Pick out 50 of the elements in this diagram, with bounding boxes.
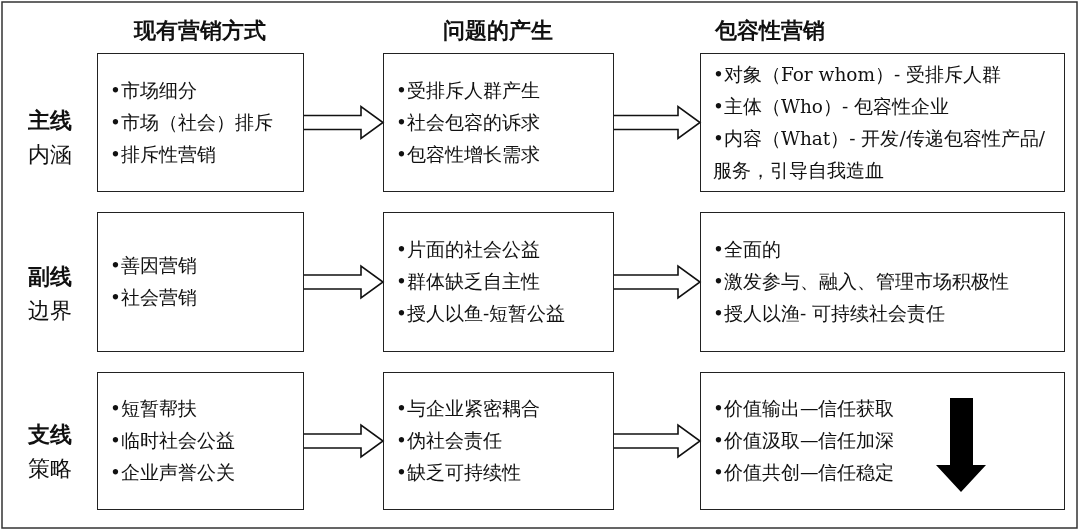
row-heading: 副线 [28,262,72,291]
block-arrow [303,104,385,141]
bullet-item: •群体缺乏自主性 [396,270,541,294]
block-arrow [303,423,385,459]
bullet-item: •内容（What）- 开发/传递包容性产品/服务，引导自我造血 [713,126,1046,183]
bullet-item: •对象（For whom）- 受排斥人群 [713,62,1003,87]
bullet-item: •包容性增长需求 [396,142,541,167]
bullet-item: •缺乏可持续性 [396,461,522,485]
text-box [383,372,614,510]
row-heading: 策略 [28,455,72,483]
bullet-item: •善因营销 [110,254,198,278]
bullet-item: •临时社会公益 [110,429,236,453]
block-arrow [303,264,385,300]
row-heading: 支线 [28,420,72,449]
bullet-item: •授人以鱼-短暂公益 [396,302,567,326]
bullet-item: •市场（社会）排斥 [110,110,274,135]
bullet-item: •社会营销 [110,286,198,310]
bullet-item: •短暂帮扶 [110,397,198,421]
column-heading: 问题的产生 [443,16,553,45]
text-box [97,212,304,352]
bullet-item: •主体（Who）- 包容性企业 [713,94,951,119]
column-heading: 包容性营销 [715,16,825,45]
row-heading: 边界 [28,297,72,325]
bullet-item: •排斥性营销 [110,142,217,167]
bullet-item: •与企业紧密耦合 [396,397,541,421]
row-heading: 内涵 [28,141,72,169]
bullet-item: •激发参与、融入、管理市场积极性 [713,270,1010,294]
bullet-item: •价值汲取—信任加深 [713,429,896,453]
block-arrow [613,423,702,459]
bullet-item: •价值输出—信任获取 [713,397,896,421]
text-box [700,212,1065,352]
column-heading: 现有营销方式 [134,16,266,45]
bullet-item: •社会包容的诉求 [396,110,541,135]
bullet-item: •伪社会责任 [396,429,503,453]
text-box [383,53,614,192]
bullet-item: •全面的 [713,238,782,262]
row-heading: 主线 [28,106,72,135]
bullet-item: •价值共创—信任稳定 [713,461,896,485]
text-box [700,372,1065,510]
bullet-item: •授人以渔- 可持续社会责任 [713,302,947,326]
bullet-item: •市场细分 [110,78,198,103]
text-box [97,53,304,192]
bullet-item: •企业声誉公关 [110,461,236,485]
bullet-item: •片面的社会公益 [396,238,541,262]
block-arrow [613,264,702,300]
bullet-item: •受排斥人群产生 [396,78,541,103]
text-box [700,53,1065,192]
text-box [97,372,304,510]
block-arrow [613,104,702,141]
text-box [383,212,614,352]
